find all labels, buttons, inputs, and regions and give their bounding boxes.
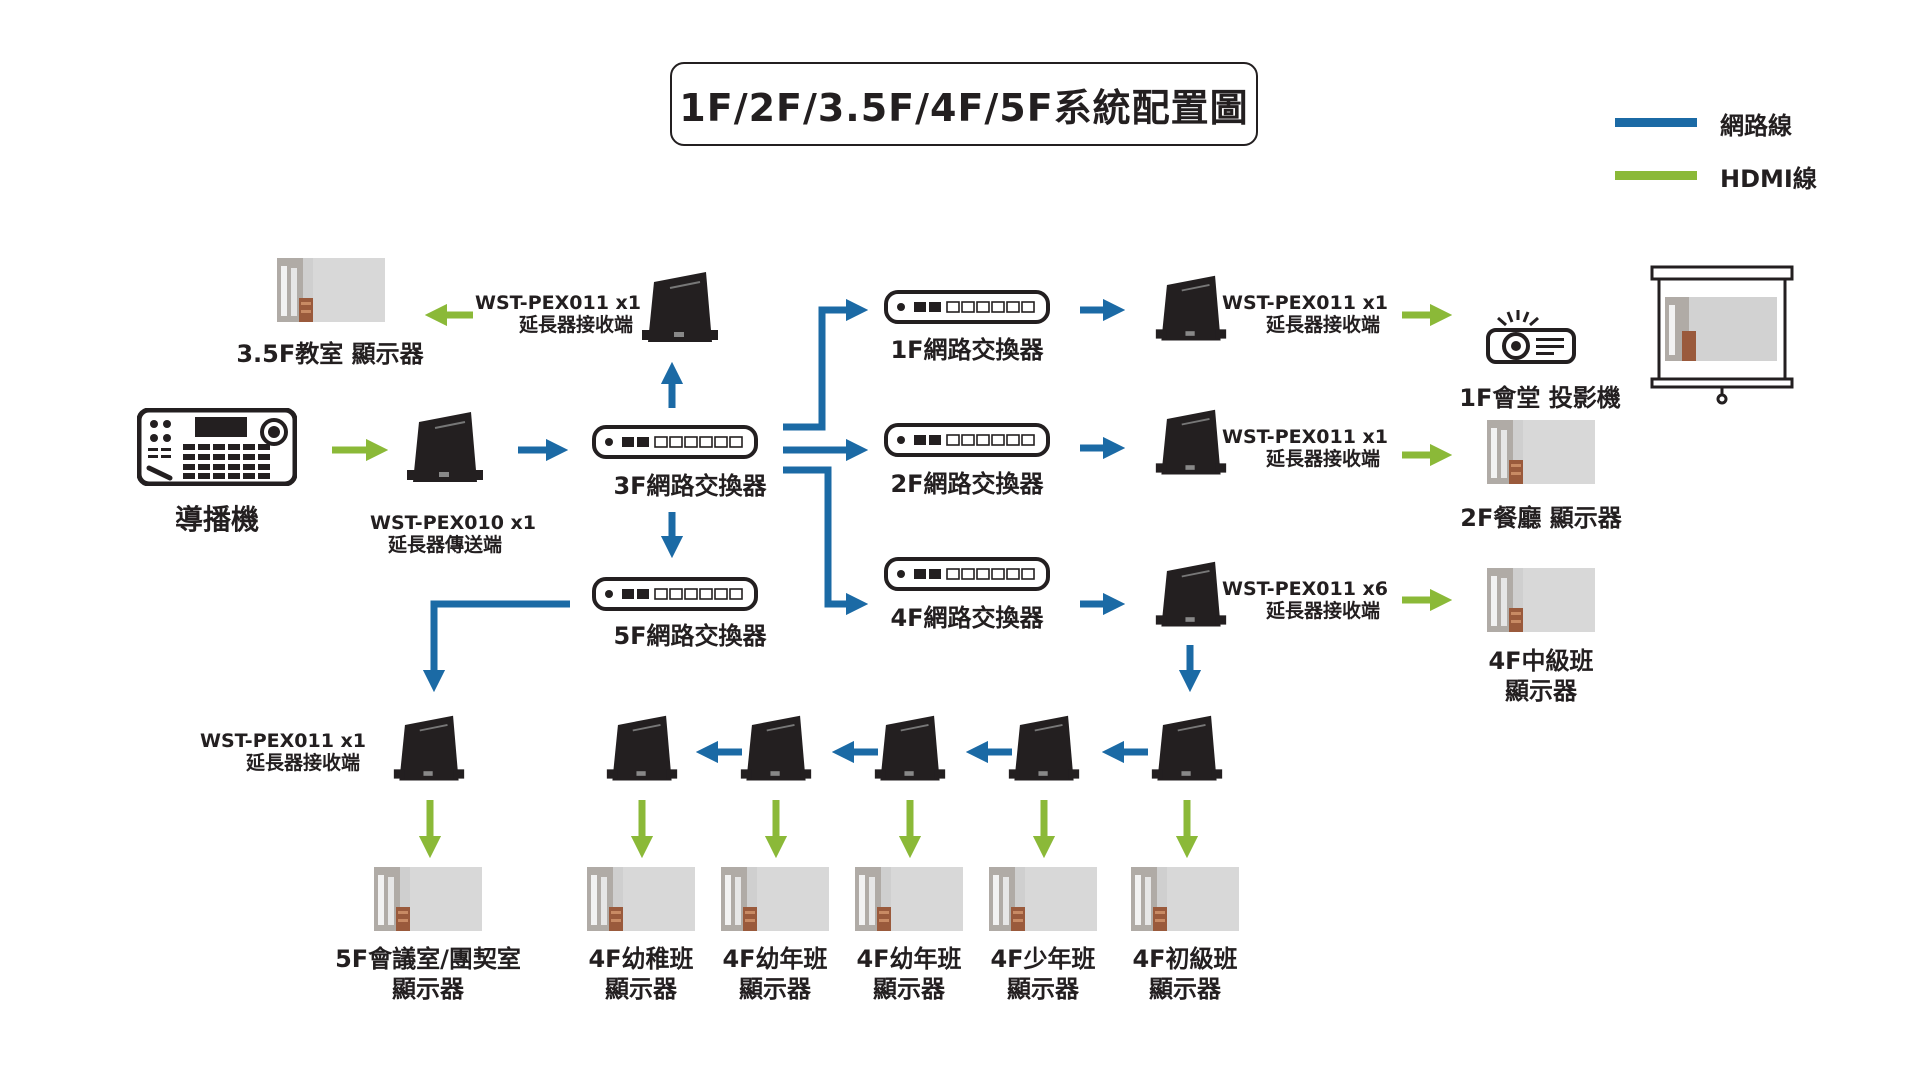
- display-4f-d-line2: 顯示器: [1007, 975, 1079, 1003]
- display-4f-c-line1: 4F幼年班: [856, 945, 962, 973]
- diagram-title-text: 1F/2F/3.5F/4F/5F系統配置圖: [679, 85, 1249, 130]
- network-switch-icon: [884, 290, 1050, 324]
- extender-box-icon: [393, 715, 465, 781]
- rx-35f-label: WST-PEX011 x1 延長器接收端: [475, 292, 641, 336]
- display-4f-a-line1: 4F幼稚班: [588, 945, 694, 973]
- rx-1f-label: WST-PEX011 x1 延長器接收端: [1222, 292, 1388, 336]
- network-line-3f-to-1f: [783, 298, 869, 431]
- diagram-title: 1F/2F/3.5F/4F/5F系統配置圖: [670, 62, 1258, 146]
- display-screen-icon: [1487, 568, 1595, 632]
- display-screen-icon: [1487, 420, 1595, 484]
- display-4f-e-line2: 顯示器: [1149, 975, 1221, 1003]
- rx-2f-model: WST-PEX011 x1: [1222, 426, 1388, 448]
- display-4f-b-line1: 4F幼年班: [722, 945, 828, 973]
- display-4f-b-line2: 顯示器: [739, 975, 811, 1003]
- display-4f-d-label: 4F少年班 顯示器: [978, 944, 1108, 1004]
- display-35f-label: 3.5F教室 顯示器: [236, 340, 424, 368]
- display-4f-b-label: 4F幼年班 顯示器: [710, 944, 840, 1004]
- network-line-5f-to-rx5f: [422, 600, 570, 693]
- transmitter-role: 延長器傳送端: [387, 534, 502, 556]
- extender-box-icon: [642, 272, 718, 342]
- rx-35f-role: 延長器接收端: [518, 314, 633, 336]
- network-line-3f-to-4f: [783, 466, 869, 616]
- switch-5f-label: 5F網路交換器: [613, 622, 767, 650]
- rx-1f-role: 延長器接收端: [1265, 314, 1380, 336]
- extender-box-icon: [1155, 275, 1227, 341]
- legend-network-label: 網路線: [1720, 112, 1792, 140]
- network-switch-icon: [884, 557, 1050, 591]
- rx-5f-label: WST-PEX011 x1 延長器接收端: [200, 730, 366, 774]
- display-4f-d-line1: 4F少年班: [990, 945, 1096, 973]
- display-4f-mid-line2: 顯示器: [1505, 677, 1577, 705]
- extender-box-icon: [1155, 561, 1227, 627]
- switch-3f-label: 3F網路交換器: [613, 472, 767, 500]
- projector-icon: [1486, 310, 1576, 364]
- extender-box-icon: [740, 715, 812, 781]
- display-5f-line2: 顯示器: [392, 975, 464, 1003]
- display-4f-mid-line1: 4F中級班: [1488, 647, 1594, 675]
- rx-5f-model: WST-PEX011 x1: [200, 730, 366, 752]
- extender-box-icon: [1008, 715, 1080, 781]
- controller-label: 導播機: [174, 503, 259, 536]
- transmitter-label: WST-PEX010 x1 延長器傳送端: [370, 512, 536, 556]
- legend-hdmi-label: HDMI線: [1720, 165, 1817, 193]
- extender-box-icon: [407, 412, 483, 482]
- legend: 網路線 HDMI線: [1615, 105, 1825, 193]
- rx-4f-label: WST-PEX011 x6 延長器接收端: [1222, 578, 1388, 622]
- legend-network-swatch: [1615, 118, 1697, 127]
- rx-35f-model: WST-PEX011 x1: [475, 292, 641, 314]
- display-4f-c-line2: 顯示器: [873, 975, 945, 1003]
- display-screen-icon: [855, 867, 963, 931]
- extender-box-icon: [606, 715, 678, 781]
- transmitter-model: WST-PEX010 x1: [370, 512, 536, 534]
- display-4f-c-label: 4F幼年班 顯示器: [844, 944, 974, 1004]
- display-4f-mid-label: 4F中級班 顯示器: [1461, 646, 1621, 706]
- extender-box-icon: [1151, 715, 1223, 781]
- broadcast-controller-icon: [137, 408, 297, 486]
- rx-4f-role: 延長器接收端: [1265, 600, 1380, 622]
- display-screen-icon: [587, 867, 695, 931]
- rx-2f-role: 延長器接收端: [1265, 448, 1380, 470]
- switch-4f-label: 4F網路交換器: [890, 604, 1044, 632]
- display-4f-a-label: 4F幼稚班 顯示器: [576, 944, 706, 1004]
- network-switch-icon: [592, 577, 758, 611]
- extender-box-icon: [1155, 409, 1227, 475]
- display-screen-icon: [277, 258, 385, 322]
- display-screen-icon: [721, 867, 829, 931]
- display-4f-e-line1: 4F初級班: [1132, 945, 1238, 973]
- switch-1f-label: 1F網路交換器: [890, 336, 1044, 364]
- display-5f-line1: 5F會議室/團契室: [335, 945, 521, 973]
- display-screen-icon: [989, 867, 1097, 931]
- network-switch-icon: [884, 423, 1050, 457]
- display-4f-a-line2: 顯示器: [605, 975, 677, 1003]
- display-screen-icon: [374, 867, 482, 931]
- rx-4f-model: WST-PEX011 x6: [1222, 578, 1388, 600]
- switch-2f-label: 2F網路交換器: [890, 470, 1044, 498]
- legend-hdmi-swatch: [1615, 171, 1697, 180]
- display-4f-e-label: 4F初級班 顯示器: [1120, 944, 1250, 1004]
- display-2f-label: 2F餐廳 顯示器: [1460, 504, 1622, 532]
- display-screen-icon: [1131, 867, 1239, 931]
- network-switch-icon: [592, 425, 758, 459]
- projection-screen-icon: [1650, 265, 1794, 405]
- display-5f-label: 5F會議室/團契室 顯示器: [320, 944, 536, 1004]
- rx-5f-role: 延長器接收端: [245, 752, 360, 774]
- projector-1f-label: 1F會堂 投影機: [1459, 384, 1621, 412]
- extender-box-icon: [874, 715, 946, 781]
- rx-2f-label: WST-PEX011 x1 延長器接收端: [1222, 426, 1388, 470]
- rx-1f-model: WST-PEX011 x1: [1222, 292, 1388, 314]
